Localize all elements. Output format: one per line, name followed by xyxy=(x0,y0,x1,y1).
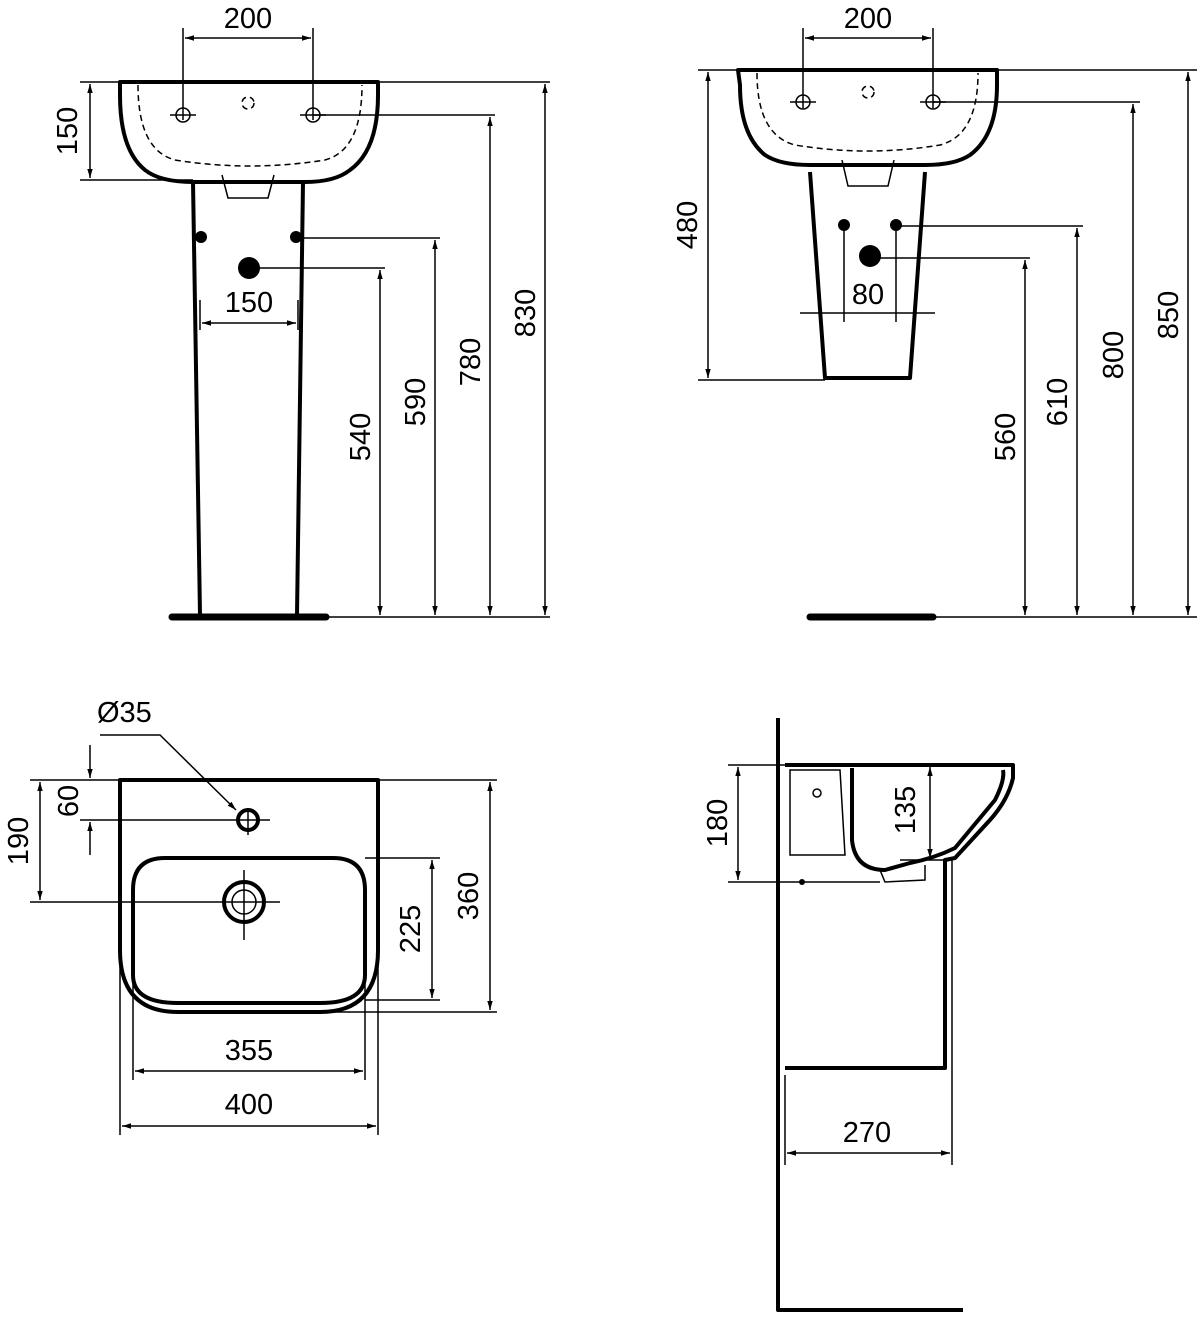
dim-tap-height: 780 xyxy=(455,338,487,386)
dim-tap-hole-offset: 60 xyxy=(53,785,85,817)
dim-drain-offset: 190 xyxy=(3,817,35,865)
dim-top-holes: 200 xyxy=(224,3,272,35)
dim-pedestal-holes: 150 xyxy=(225,287,273,319)
dim-rim-height: 830 xyxy=(510,289,542,337)
semi-pedestal-front-view: 200 480 80 560 610 800 850 xyxy=(672,3,1197,621)
dim-side-bowl-height: 135 xyxy=(890,786,922,834)
dim-overall-width: 400 xyxy=(225,1089,273,1121)
dim-tap-height-2: 800 xyxy=(1098,331,1130,379)
wall-outline xyxy=(776,718,963,1312)
top-view: Ø35 60 190 225 360 355 400 xyxy=(3,697,497,1135)
side-view: 180 135 270 xyxy=(702,718,1015,1312)
dim-bowl-depth-top: 225 xyxy=(395,905,427,953)
dim-waste-height-2: 560 xyxy=(990,413,1022,461)
pedestal-outline xyxy=(191,181,305,616)
dim-top-holes-2: 200 xyxy=(844,3,892,35)
dim-supply-spacing: 80 xyxy=(852,279,884,311)
dim-bowl-width: 355 xyxy=(225,1035,273,1067)
dim-overall-depth: 360 xyxy=(453,872,485,920)
dim-projection: 270 xyxy=(843,1117,891,1149)
basin-outline xyxy=(118,80,380,184)
dim-bowl-depth: 150 xyxy=(52,107,84,155)
dim-rim-height-2: 850 xyxy=(1153,291,1185,339)
dim-semi-pedestal-height: 480 xyxy=(672,201,704,249)
dim-side-overall-height: 180 xyxy=(702,799,734,847)
dim-tap-hole-diameter: Ø35 xyxy=(97,697,152,729)
pedestal-front-view: 200 150 150 540 590 780 830 xyxy=(52,3,550,621)
dim-supply-height-2: 610 xyxy=(1042,378,1074,426)
dim-supply-height: 590 xyxy=(400,378,432,426)
dim-waste-height: 540 xyxy=(345,413,377,461)
